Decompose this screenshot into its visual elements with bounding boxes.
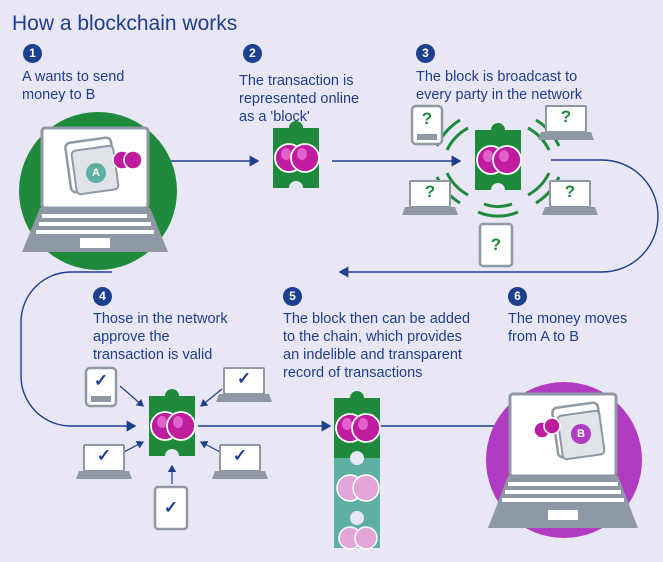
checkmark-icon: ✓	[236, 369, 252, 388]
checkmark-icon: ✓	[96, 446, 112, 465]
phone-icon	[410, 104, 444, 146]
step-number-3: 3	[416, 44, 435, 63]
question-mark-icon: ?	[564, 182, 576, 201]
step-number-6: 6	[508, 287, 527, 306]
coin-icon	[112, 150, 143, 170]
block-icon	[148, 388, 196, 457]
validator-network	[75, 366, 273, 531]
receiver-laptop	[486, 382, 642, 538]
phone-icon	[84, 366, 118, 408]
step-text-5: The block then can be added to the chain…	[283, 311, 471, 381]
step-text-3: The block is broadcast to every party in…	[416, 69, 583, 103]
checkmark-icon: ✓	[163, 498, 179, 517]
tablet-icon	[478, 222, 514, 268]
tablet-icon	[153, 485, 189, 531]
step-text-4: Those in the network approve the transac…	[93, 311, 228, 363]
step-number-1: 1	[23, 44, 42, 63]
step-number-4: 4	[93, 287, 112, 306]
block-icon	[474, 122, 522, 191]
step-text-2: The transaction is represented online as…	[239, 73, 360, 125]
arrow-icon	[20, 271, 137, 432]
flow-arrows	[20, 155, 659, 432]
checkmark-icon: ✓	[93, 371, 109, 390]
question-mark-icon: ?	[560, 107, 572, 126]
step-number-2: 2	[243, 44, 262, 63]
receiver-label: B	[572, 425, 590, 443]
arrow-icon	[338, 159, 659, 278]
block-chain	[333, 390, 381, 550]
sender-laptop	[19, 112, 177, 270]
block-icon	[272, 120, 320, 189]
checkmark-icon: ✓	[232, 446, 248, 465]
question-mark-icon: ?	[421, 109, 433, 128]
block-icon	[333, 390, 381, 459]
broadcast-network	[401, 104, 599, 268]
step-text-6: The money moves from A to B	[508, 311, 628, 345]
sender-label: A	[87, 164, 105, 182]
step-text-1: A wants to send money to B	[22, 69, 125, 103]
question-mark-icon: ?	[424, 182, 436, 201]
question-mark-icon: ?	[490, 235, 502, 254]
step-number-5: 5	[283, 287, 302, 306]
coin-icon	[533, 417, 561, 439]
page-title: How a blockchain works	[12, 12, 238, 35]
